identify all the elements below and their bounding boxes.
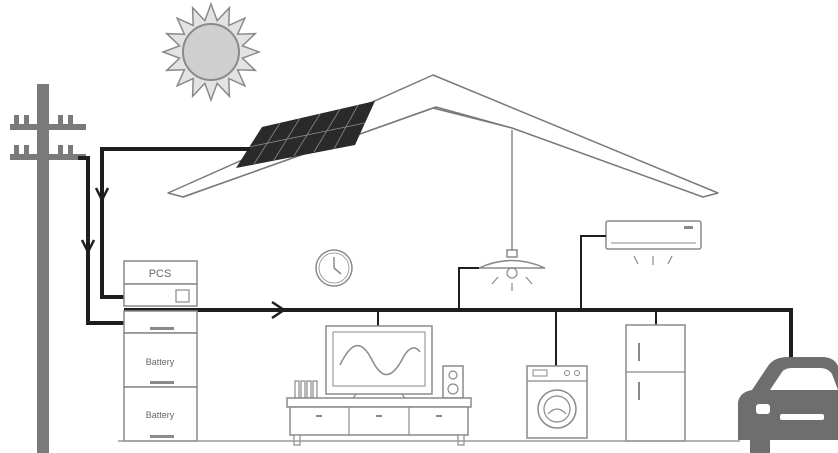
car-icon <box>738 357 838 453</box>
refrigerator-icon <box>625 310 686 442</box>
power-lines <box>78 147 793 372</box>
pcs-unit-icon: PCS <box>123 260 198 307</box>
solar-panel-icon <box>236 101 375 168</box>
house-roof <box>167 74 719 198</box>
pcs-label: PCS <box>149 268 172 280</box>
utility-pole-icon <box>10 84 86 453</box>
pendant-lamp-icon <box>458 130 546 310</box>
tv-icon <box>325 310 433 401</box>
shelf-items <box>294 380 318 399</box>
battery-label-bottom: Battery <box>146 410 175 420</box>
speaker-icon <box>442 365 464 399</box>
clock-icon <box>315 249 353 287</box>
battery-icon: Battery Battery <box>123 310 198 442</box>
sun-icon <box>160 1 262 103</box>
washing-machine-icon <box>526 310 588 439</box>
air-conditioner-icon <box>580 220 702 310</box>
battery-label-top: Battery <box>146 357 175 367</box>
tv-cabinet-icon <box>286 397 472 446</box>
